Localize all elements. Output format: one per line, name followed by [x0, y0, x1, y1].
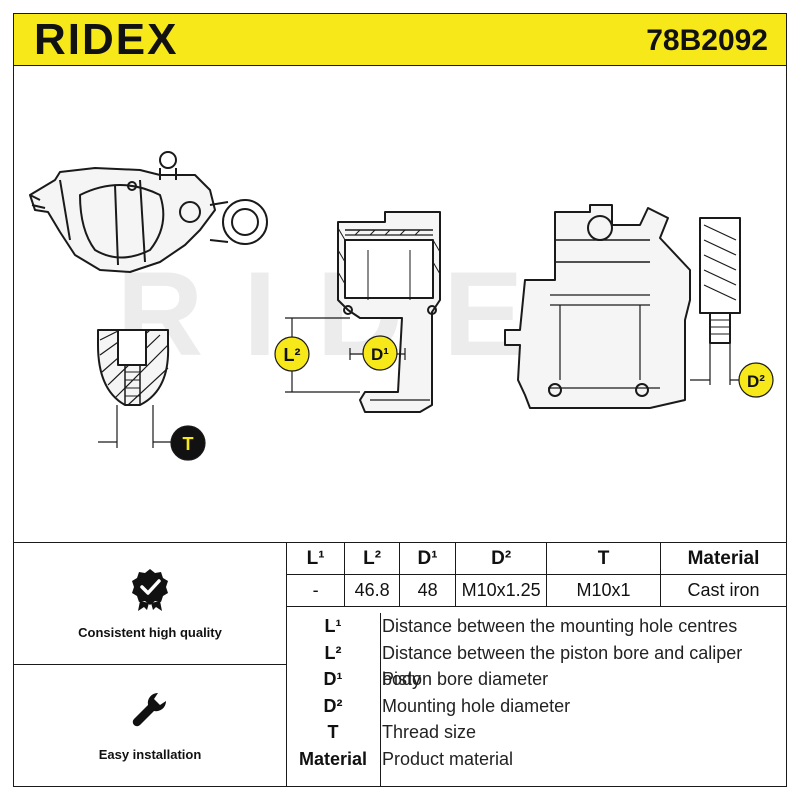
feature-quality: Consistent high quality: [14, 543, 286, 665]
thread-detail: [97, 329, 172, 448]
legend-row: D² Mounting hole diameter: [286, 693, 786, 720]
label-t: T: [183, 434, 194, 454]
caliper-drawing: RIDEX: [29, 151, 774, 461]
legend-abbr: T: [327, 722, 339, 742]
technical-drawing-area: [13, 66, 787, 542]
label-l2: L²: [284, 345, 301, 365]
spec-header: L²: [344, 543, 400, 575]
legend-abbr: L¹: [324, 616, 342, 636]
spec-header: Material: [659, 543, 786, 575]
label-d1-badge: D¹: [362, 335, 398, 371]
feature-installation: Easy installation: [14, 665, 286, 786]
header-bar: RIDEX 78B2092: [13, 13, 787, 66]
label-d1: D¹: [371, 345, 389, 364]
spec-value: Cast iron: [659, 574, 786, 607]
legend-row: L² Distance between the piston bore and …: [286, 640, 786, 689]
legend-abbr: Material: [298, 748, 368, 769]
legend-divider: [380, 613, 381, 786]
spec-value: 46.8: [344, 574, 400, 607]
legend-desc: Distance between the piston bore and cal…: [382, 642, 743, 689]
legend-row: Material Product material: [286, 746, 786, 773]
legend-desc: Distance between the mounting hole centr…: [382, 616, 738, 636]
spec-value: M10x1.25: [455, 574, 548, 607]
feature-label: Consistent high quality: [78, 625, 222, 640]
side-view: [504, 204, 750, 409]
legend-row: L¹ Distance between the mounting hole ce…: [286, 613, 786, 640]
feature-label: Easy installation: [98, 747, 202, 762]
spec-value: -: [285, 574, 346, 607]
label-d2-badge: D²: [738, 362, 774, 398]
legend-desc: Product material: [382, 748, 514, 769]
features-panel: Consistent high quality Easy installatio…: [14, 543, 287, 786]
spec-header: D²: [455, 543, 548, 575]
spec-table: L¹ L² D¹ D² T Material - 46.8 48 M10x1.2…: [285, 543, 786, 607]
wrench-icon: [132, 692, 167, 727]
legend-abbr: D²: [323, 695, 343, 716]
spec-header: L¹: [285, 543, 346, 575]
legend-desc: Mounting hole diameter: [382, 695, 571, 716]
quality-check-icon: [132, 569, 168, 611]
caliper-3d-view: [29, 151, 268, 273]
legend-row: D¹ Piston bore diameter: [286, 666, 786, 693]
label-l2-badge: L²: [274, 336, 310, 372]
legend-desc: Thread size: [382, 722, 477, 742]
label-d2: D²: [747, 372, 765, 391]
spec-value: M10x1: [546, 574, 661, 607]
info-panel: Consistent high quality Easy installatio…: [13, 542, 787, 787]
spec-value-row: - 46.8 48 M10x1.25 M10x1 Cast iron: [285, 574, 786, 607]
legend: L¹ Distance between the mounting hole ce…: [286, 613, 786, 772]
legend-desc: Piston bore diameter: [382, 669, 549, 689]
cross-section-view: [337, 211, 441, 413]
spec-header: T: [546, 543, 661, 575]
part-number: 78B2092: [646, 24, 768, 57]
label-t-badge: T: [170, 425, 206, 461]
spec-header: D¹: [398, 543, 457, 575]
legend-row: T Thread size: [286, 719, 786, 746]
spec-value: 48: [398, 574, 457, 607]
brand-logo: RIDEX: [34, 15, 179, 64]
legend-abbr: L²: [324, 642, 342, 663]
spec-header-row: L¹ L² D¹ D² T Material: [285, 543, 786, 575]
legend-abbr: D¹: [323, 669, 343, 689]
